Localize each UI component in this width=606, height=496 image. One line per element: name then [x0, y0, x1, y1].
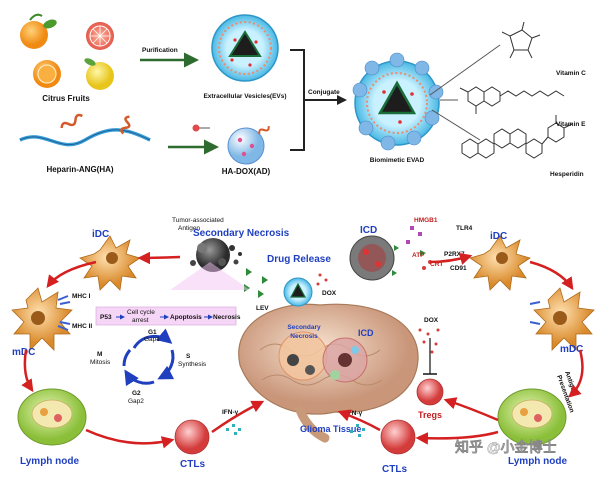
- glioma-tissue-label: Glioma Tissue: [300, 424, 361, 434]
- brain-secondary-label-1: Secondary: [287, 324, 321, 331]
- ifn-right-label: IFN-γ: [346, 410, 363, 417]
- damp-molecules: [406, 226, 432, 270]
- vitamin-c-label: Vitamin C: [556, 70, 586, 77]
- lev-label: LEV: [256, 305, 269, 312]
- lymph-node-left-label: Lymph node: [20, 456, 80, 467]
- tumor-antigen-label-1: Tumor-associated: [172, 217, 224, 224]
- drug-release-label: Drug Release: [267, 254, 331, 265]
- hesperidin-label: Hesperidin: [550, 171, 584, 178]
- idc-right-cell: [469, 235, 531, 291]
- ctl-left-cell: [174, 419, 210, 455]
- p2rx7-label: P2RX7: [444, 251, 465, 258]
- brain-icd-label: ICD: [358, 328, 374, 338]
- ctl-right-cell: [380, 419, 416, 455]
- ifn-left-label: IFN-γ: [222, 409, 239, 416]
- heparin-ang-label: Heparin-ANG(HA): [46, 165, 113, 174]
- mdc-left-cell: [11, 287, 73, 351]
- secondary-necrosis-label: Secondary Necrosis: [193, 228, 290, 239]
- dox-dots-right: [418, 328, 440, 354]
- gap2-label: Gap2: [128, 398, 144, 405]
- atp-label: ATP: [412, 252, 425, 259]
- crt-label: CRT: [430, 261, 443, 268]
- chemical-structures: [429, 21, 573, 159]
- heparin-ang-illustration: Heparin-ANG(HA): [19, 113, 151, 174]
- necrosis-label: Necrosis: [213, 314, 241, 321]
- ha-dox-label: HA-DOX(AD): [222, 167, 271, 176]
- m-label: M: [97, 351, 102, 358]
- dox-right-label: DOX: [424, 317, 439, 324]
- lymph-node-right: [497, 388, 567, 446]
- p53-label: P53: [100, 314, 112, 321]
- idc-left-label: iDC: [92, 229, 109, 240]
- extracellular-vesicle-icon: Extracellular Vesicles(EVs): [203, 14, 287, 100]
- ctls-right-label: CTLs: [382, 464, 407, 475]
- lymph-node-right-label: Lymph node: [508, 456, 568, 467]
- cell-cycle-pathway-box: P53 Cell cycle arrest Apoptosis Necrosis: [95, 262, 250, 326]
- ctls-left-label: CTLs: [180, 459, 205, 470]
- gap1-label: Gap1: [144, 336, 160, 343]
- brain-secondary-label-2: Necrosis: [290, 333, 318, 340]
- g1-label: G1: [148, 329, 157, 336]
- ev-small-icon: [283, 277, 313, 307]
- mhc2-label: MHC II: [72, 323, 92, 330]
- idc-right-label: iDC: [490, 231, 507, 242]
- tregs-cell: [416, 378, 444, 406]
- apoptosis-label: Apoptosis: [170, 314, 202, 321]
- ha-dox-icon: HA-DOX(AD): [192, 124, 271, 176]
- cd91-label: CD91: [450, 265, 467, 272]
- arrest-label-2: arrest: [132, 317, 149, 324]
- necrotic-tumor-cell: [190, 238, 242, 272]
- icd-tumor-cell: [349, 235, 399, 281]
- s-label: S: [186, 353, 191, 360]
- released-lev-particles: [244, 268, 268, 298]
- vitamin-e-label: Vitamin E: [556, 121, 586, 128]
- conjugate-label: Conjugate: [308, 89, 340, 96]
- mhc1-label: MHC I: [72, 293, 91, 300]
- hmgb1-label: HMGB1: [414, 217, 438, 224]
- arrest-label-1: Cell cycle: [127, 309, 155, 316]
- g2-label: G2: [132, 390, 141, 397]
- ifn-dots-left: [226, 424, 241, 435]
- evad-nanoparticle-icon: Biomimetic EVAD: [352, 52, 444, 164]
- tumor-antigen-label-2: Antigen: [178, 225, 200, 232]
- tlr4-label: TLR4: [456, 225, 473, 232]
- icd-label: ICD: [360, 225, 377, 236]
- citrus-fruits-illustration: Citrus Fruits: [20, 13, 114, 103]
- immune-flow-arrows: [21, 251, 584, 449]
- evad-label: Biomimetic EVAD: [370, 157, 425, 164]
- mdc-right-label: mDC: [560, 344, 583, 355]
- mitosis-label: Mitosis: [90, 359, 111, 366]
- evs-label: Extracellular Vesicles(EVs): [203, 93, 286, 100]
- cell-cycle-ring: [122, 328, 175, 387]
- brain-illustration: [238, 303, 419, 443]
- tregs-label: Tregs: [418, 410, 442, 420]
- purification-label: Purification: [142, 47, 178, 54]
- purification-arrow: Purification: [140, 47, 199, 68]
- dox-center-label: DOX: [322, 290, 337, 297]
- synthesis-label: Synthesis: [178, 361, 207, 368]
- mdc-left-label: mDC: [12, 347, 35, 358]
- conjugate-bracket: Conjugate: [290, 49, 347, 151]
- mdc-right-cell: [529, 287, 595, 351]
- citrus-fruits-label: Citrus Fruits: [42, 94, 90, 103]
- lymph-node-left: [17, 388, 87, 446]
- dox-dots-center: [316, 273, 328, 286]
- ifn-dots-right: [350, 424, 365, 437]
- zhihu-watermark: 知乎 @小金博士: [455, 439, 557, 455]
